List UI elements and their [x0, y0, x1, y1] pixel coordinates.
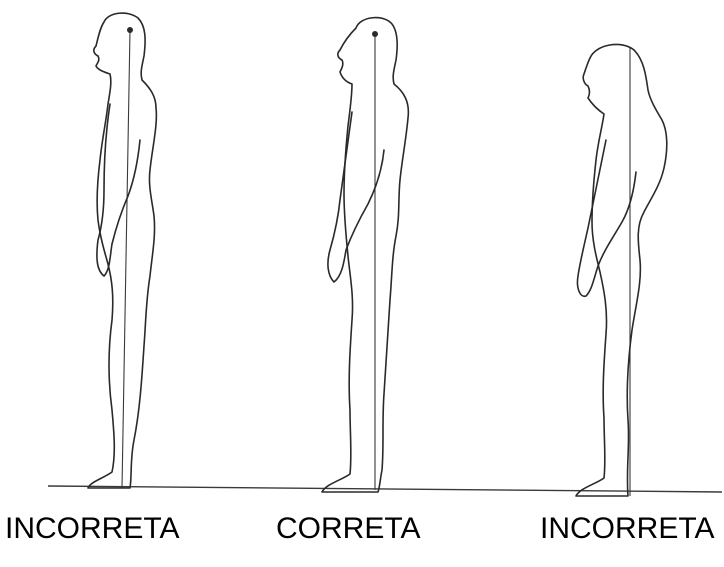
plumb-dot-left — [127, 27, 133, 33]
body-outline-right — [576, 44, 667, 496]
ground-line — [48, 486, 722, 492]
arm-center — [328, 112, 384, 282]
figure-right-incorrect — [576, 44, 667, 496]
caption-correct-center: CORRETA — [276, 512, 420, 546]
figure-left-incorrect — [88, 13, 156, 488]
figure-center-correct — [322, 18, 408, 492]
caption-incorrect-right: INCORRETA — [540, 512, 714, 546]
plumb-line-left — [122, 30, 130, 488]
body-outline-left — [88, 13, 156, 488]
plumb-dot-center — [372, 31, 378, 37]
caption-incorrect-left: INCORRETA — [5, 512, 179, 546]
posture-illustration — [0, 0, 724, 500]
body-outline-center — [322, 18, 408, 492]
arm-right — [577, 140, 636, 296]
arm-left — [97, 104, 140, 276]
